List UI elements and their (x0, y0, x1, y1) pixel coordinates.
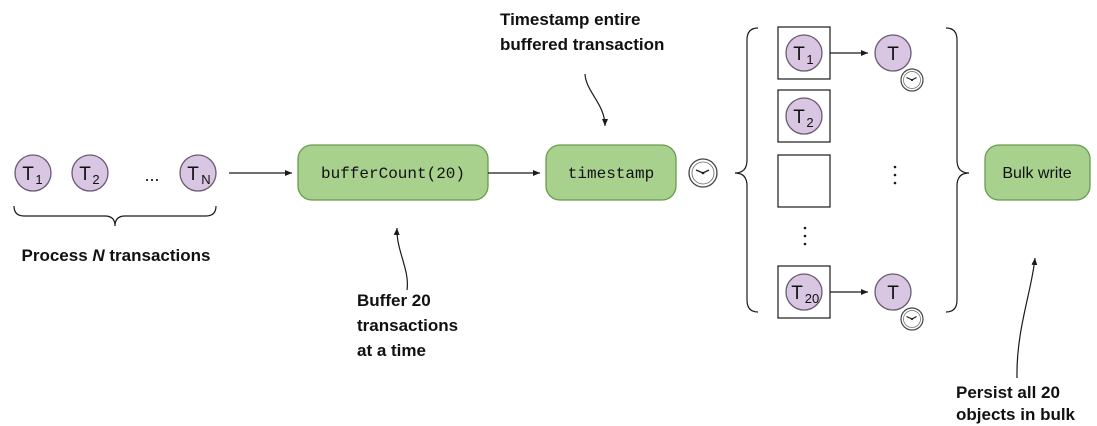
buffer-note-line-3: at a time (357, 341, 426, 360)
svg-text:1: 1 (35, 172, 42, 187)
clock-icon-small-top (900, 68, 924, 92)
timestamped-node-bottom: T (874, 273, 912, 311)
transaction-node-tn: T N (179, 154, 217, 192)
svg-text:T: T (887, 283, 899, 304)
buffer-note-line-1: Buffer 20 (357, 291, 431, 310)
clock-icon (688, 158, 718, 188)
persist-note-line-2: objects in bulk (956, 405, 1076, 424)
svg-text:20: 20 (805, 291, 819, 306)
clock-icon-small-bottom (900, 307, 924, 331)
timestamp-note-line-2: buffered transaction (500, 35, 664, 54)
svg-text:T: T (79, 164, 91, 185)
buffered-node-t20: T 20 (785, 273, 823, 311)
timestamped-node-top: T (874, 34, 912, 72)
buffered-node-t1: T 1 (785, 34, 823, 72)
input-caption: Process N transactions (22, 246, 211, 265)
svg-text:1: 1 (806, 52, 813, 67)
svg-text:T: T (887, 44, 899, 65)
timestamp-note-leader (584, 73, 608, 127)
timestamp-operator: timestamp (545, 144, 677, 201)
svg-text:2: 2 (806, 115, 813, 130)
buffered-node-t2: T 2 (785, 97, 823, 135)
bulk-write-operator: Bulk write (984, 144, 1091, 201)
vertical-ellipsis-left (803, 226, 807, 246)
svg-text:2: 2 (92, 172, 99, 187)
input-brace (13, 205, 217, 227)
buffer-slot-empty (777, 154, 831, 208)
svg-text:T: T (187, 164, 199, 185)
transaction-node-t1: T 1 (14, 154, 52, 192)
svg-text:T: T (793, 44, 805, 65)
svg-text:T: T (793, 107, 805, 128)
buffer-note-leader (393, 227, 409, 291)
svg-text:T: T (22, 164, 34, 185)
svg-text:bufferCount(20): bufferCount(20) (321, 165, 465, 183)
svg-text:N: N (201, 172, 210, 187)
svg-text:T: T (791, 283, 803, 304)
buffer-count-operator: bufferCount(20) (297, 144, 489, 201)
buffer-right-brace (945, 27, 970, 313)
vertical-ellipsis-right (893, 165, 897, 185)
ellipsis-dots: ... (144, 165, 159, 185)
transaction-node-t2: T 2 (71, 154, 109, 192)
svg-text:timestamp: timestamp (568, 165, 654, 183)
persist-note-leader (1016, 257, 1038, 379)
persist-note-line-1: Persist all 20 (956, 383, 1060, 402)
buffer-left-brace (734, 27, 759, 313)
timestamp-note-line-1: Timestamp entire (500, 10, 640, 29)
svg-text:Bulk write: Bulk write (1002, 165, 1071, 182)
buffer-note-line-2: transactions (357, 316, 458, 335)
